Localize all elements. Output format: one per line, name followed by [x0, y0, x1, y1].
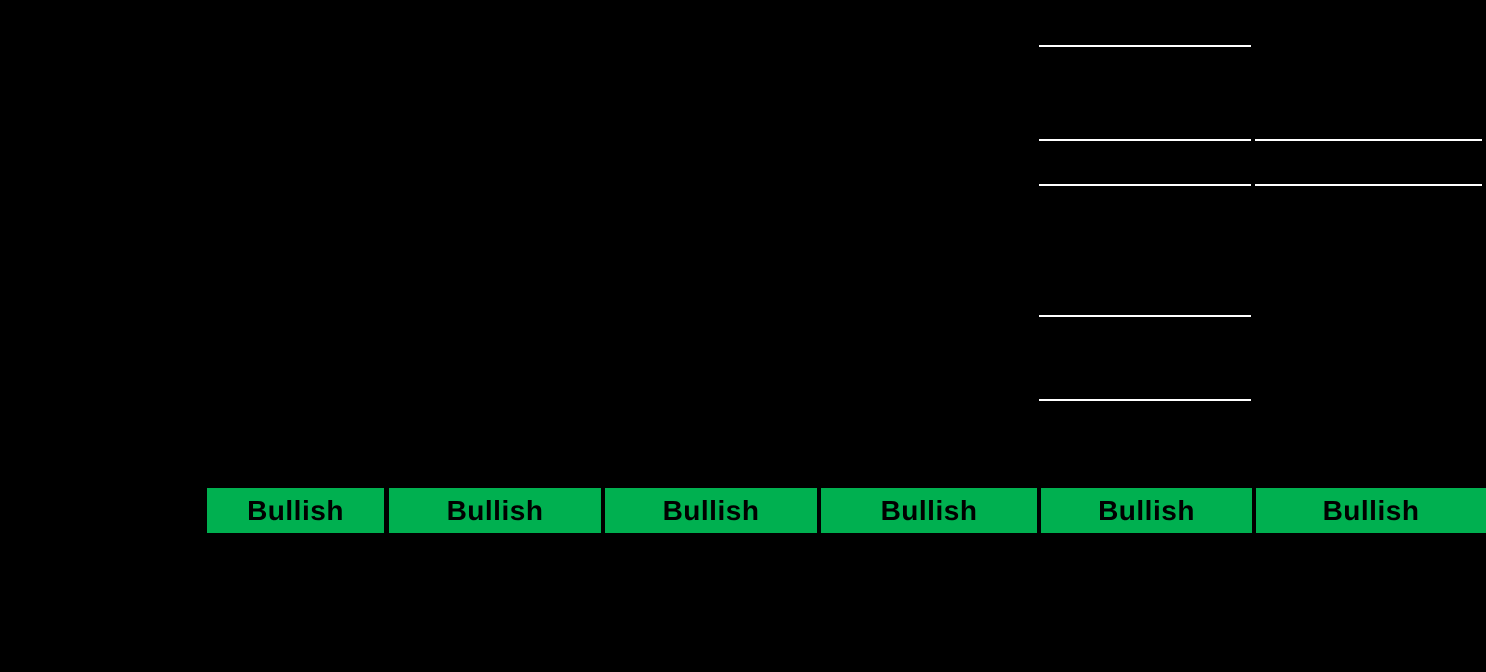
cell-border-line [1255, 184, 1482, 186]
sentiment-cell[interactable]: Bullish [1256, 488, 1486, 533]
cell-border-line [1039, 399, 1251, 401]
sentiment-cell[interactable]: Bullish [207, 488, 384, 533]
cell-border-line [1039, 315, 1251, 317]
sentiment-cell[interactable]: Bullish [821, 488, 1037, 533]
cell-border-line [1039, 139, 1251, 141]
sentiment-cell[interactable]: Bullish [389, 488, 601, 533]
sentiment-cell[interactable]: Bullish [1041, 488, 1252, 533]
cell-border-line [1039, 45, 1251, 47]
cell-border-line [1255, 139, 1482, 141]
sentiment-cell[interactable]: Bullish [605, 488, 817, 533]
cell-border-line [1039, 184, 1251, 186]
